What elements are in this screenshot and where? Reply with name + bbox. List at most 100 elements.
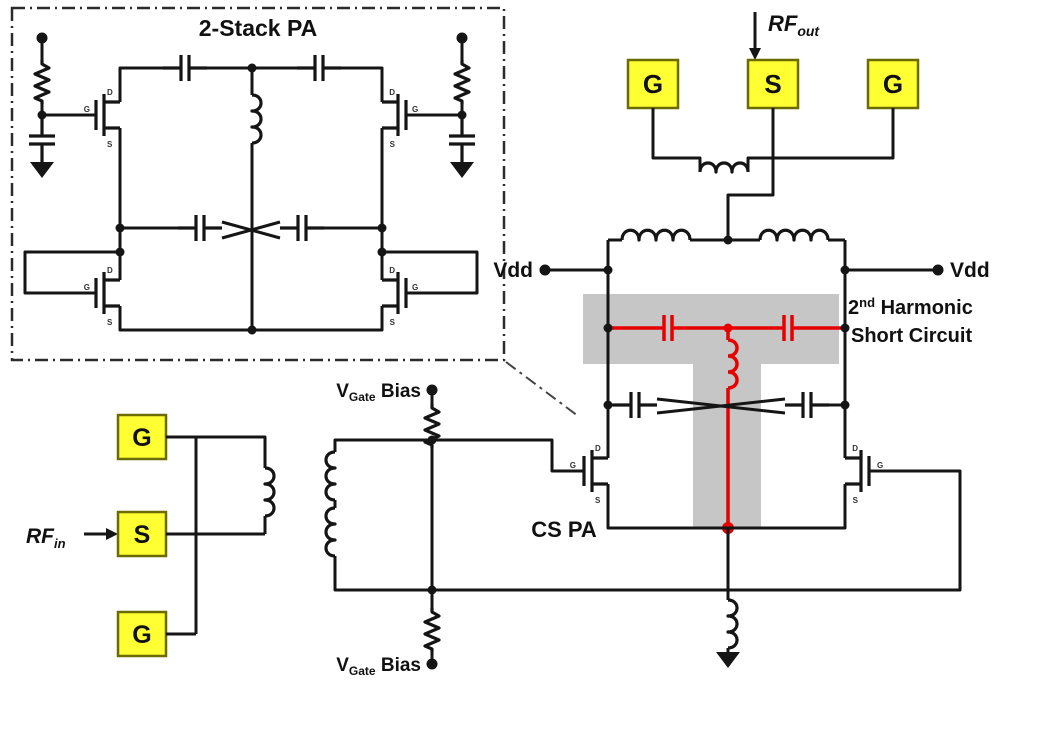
vgate-bias-top-label: VGate Bias bbox=[336, 381, 421, 404]
input-pads: RFin G S G bbox=[26, 413, 267, 658]
inductor-symbol bbox=[620, 228, 692, 242]
cross-capacitor-symbol bbox=[278, 213, 326, 243]
pad-g-out-right bbox=[866, 58, 920, 110]
pad-wires bbox=[166, 435, 267, 636]
transistor-pin-label: S bbox=[853, 496, 859, 505]
pad-label: G bbox=[132, 621, 151, 649]
output-pads: RFout G S G bbox=[626, 11, 920, 240]
vdd-right-label: Vdd bbox=[950, 259, 990, 282]
transistor-pin-label: S bbox=[107, 318, 113, 327]
vgate-v: V bbox=[336, 655, 349, 676]
bias-resistor-symbol bbox=[423, 606, 441, 654]
cross-capacitor-symbol bbox=[783, 390, 831, 420]
rf-in-label: RFin bbox=[26, 525, 66, 551]
transistor-pin-label: S bbox=[390, 140, 396, 149]
capacitor-symbol bbox=[27, 116, 57, 164]
harmonic-trap bbox=[608, 313, 845, 534]
vgate-sub: Gate bbox=[349, 390, 376, 404]
inset-dashed-border bbox=[10, 6, 506, 362]
pad-label: G bbox=[883, 69, 903, 99]
transistor-pin-label: G bbox=[84, 105, 90, 114]
harmonic-num: 2 bbox=[848, 297, 859, 319]
vgate-rest: Bias bbox=[376, 381, 421, 402]
junction-dot bbox=[603, 323, 613, 333]
capacitor-symbol bbox=[161, 53, 209, 83]
pad-g-out-left bbox=[626, 58, 680, 110]
transistor-pin-label: G bbox=[84, 283, 90, 292]
rf-out-main: RF bbox=[768, 11, 798, 36]
inductor-symbol bbox=[758, 228, 830, 242]
cross-capacitor-symbol bbox=[611, 390, 659, 420]
ground-symbol bbox=[716, 652, 740, 668]
vgate-sub: Gate bbox=[349, 664, 376, 678]
nmos-transistor-cs-left: D G S bbox=[570, 444, 610, 505]
transistor-pin-label: D bbox=[595, 444, 601, 453]
nmos-transistor-stack-top-right: D G S bbox=[380, 88, 418, 149]
vgate-rest: Bias bbox=[376, 655, 421, 676]
signal-feed-wire bbox=[726, 108, 775, 240]
stack-pa-title: 2-Stack PA bbox=[199, 15, 317, 41]
gate-feed-wires bbox=[333, 438, 962, 592]
transistor-pin-label: D bbox=[389, 266, 395, 275]
harmonic-junction-dot bbox=[723, 323, 733, 333]
pad-label: G bbox=[132, 424, 151, 452]
rf-out-arrowhead bbox=[749, 48, 761, 60]
nmos-transistor-stack-bottom-left: D G S bbox=[84, 266, 122, 327]
cross-coupling-x-wires bbox=[656, 397, 786, 415]
inset-leader-line bbox=[505, 361, 579, 417]
junction-dots bbox=[603, 400, 850, 410]
transistor-pin-label: D bbox=[852, 444, 858, 453]
junction-dot bbox=[840, 323, 850, 333]
stack-pa-inset: 2-Stack PA D bbox=[10, 6, 506, 362]
vdd-left-label: Vdd bbox=[493, 259, 533, 282]
vgate-bias-bottom-label: VGate Bias bbox=[336, 655, 421, 678]
transistor-pin-label: G bbox=[877, 461, 883, 470]
balun-secondary-inductor-symbol bbox=[324, 506, 337, 558]
harmonic-rest: Harmonic bbox=[875, 297, 973, 319]
wire bbox=[746, 108, 895, 172]
transistor-pin-label: D bbox=[107, 266, 113, 275]
transistor-pin-label: G bbox=[570, 461, 576, 470]
capacitor-symbol bbox=[295, 53, 343, 83]
pad-label: G bbox=[643, 69, 663, 99]
cs-pa-core: D G S D G S CS PA bbox=[333, 390, 962, 668]
transistor-pin-label: D bbox=[107, 88, 113, 97]
transistor-pin-label: D bbox=[389, 88, 395, 97]
bottom-gate-routes bbox=[23, 250, 479, 295]
capacitor-symbol bbox=[447, 116, 477, 164]
rf-in-sub: in bbox=[54, 536, 66, 551]
transistor-pin-label: S bbox=[390, 318, 396, 327]
degeneration-inductor-symbol bbox=[726, 598, 739, 650]
transistor-pin-label: G bbox=[412, 283, 418, 292]
bias-network: VGate Bias VGate Bias bbox=[336, 381, 441, 678]
ground-symbol bbox=[450, 162, 474, 178]
cs-pa-label: CS PA bbox=[531, 517, 597, 542]
drain-rails bbox=[606, 240, 847, 458]
rf-out-label: RFout bbox=[768, 11, 820, 39]
rf-in-arrowhead bbox=[106, 528, 118, 540]
pad-g-in-bottom bbox=[116, 610, 168, 658]
rf-in-main: RF bbox=[26, 525, 55, 548]
cross-coupling-x-wires bbox=[221, 220, 281, 240]
junction-dots bbox=[426, 384, 438, 670]
transistor-pin-label: S bbox=[595, 496, 601, 505]
input-balun bbox=[263, 450, 337, 558]
nmos-transistor-stack-top-left: D G S bbox=[84, 88, 122, 149]
resistor-symbol bbox=[33, 58, 51, 106]
inductor-symbol bbox=[698, 161, 750, 174]
cross-capacitor-symbol bbox=[176, 213, 224, 243]
harmonic-sup: nd bbox=[859, 295, 875, 310]
pad-label: S bbox=[764, 69, 781, 99]
transistor-pin-label: S bbox=[107, 140, 113, 149]
ground-symbol bbox=[30, 162, 54, 178]
balun-secondary-inductor-symbol bbox=[324, 450, 337, 502]
rf-out-sub: out bbox=[797, 23, 820, 39]
junction-dots bbox=[539, 235, 944, 276]
transistor-pin-label: G bbox=[412, 105, 418, 114]
pad-label: S bbox=[134, 521, 151, 549]
supply-network: Vdd Vdd bbox=[493, 228, 990, 458]
vgate-v: V bbox=[336, 381, 349, 402]
resistor-symbol bbox=[453, 58, 471, 106]
